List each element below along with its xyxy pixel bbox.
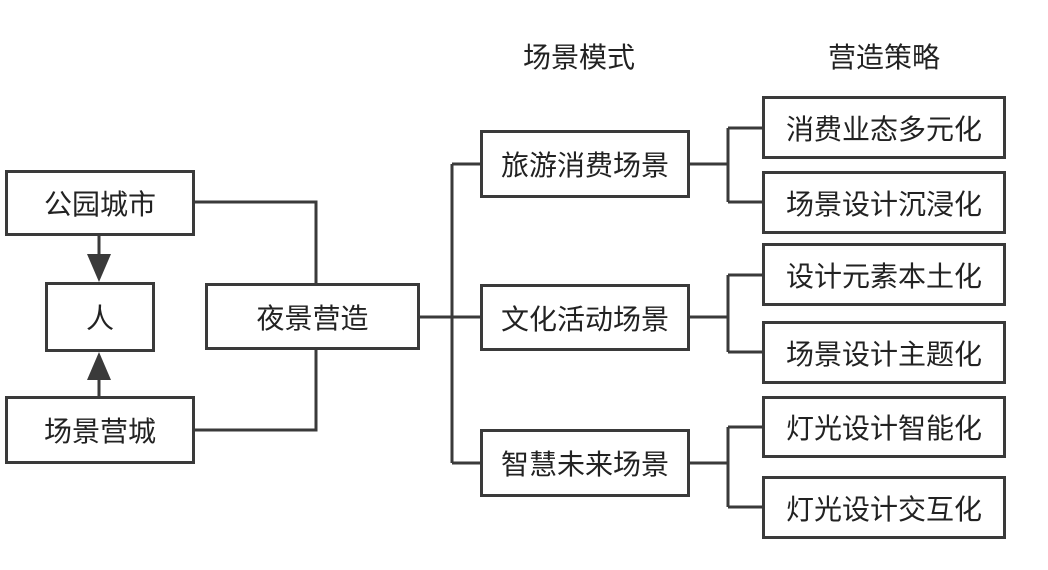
strategy-localized-elements-box: 设计元素本土化 <box>762 243 1006 306</box>
scene-modes-heading: 场景模式 <box>523 41 636 74</box>
arrowhead-up-to-people <box>87 352 111 380</box>
connector-scene-city-to-night <box>195 350 318 432</box>
strategy-themed-design-box: 场景设计主题化 <box>762 321 1006 384</box>
strategy-interactive-lighting-box: 灯光设计交互化 <box>762 476 1006 539</box>
strategy-diversified-business-box: 消费业态多元化 <box>762 96 1006 159</box>
scene-city-box: 场景营城 <box>5 396 195 464</box>
people-box: 人 <box>45 282 155 352</box>
strategy-smart-lighting-box: 灯光设计智能化 <box>762 396 1006 458</box>
park-city-box: 公园城市 <box>5 170 195 236</box>
strategy-immersive-design-box: 场景设计沉浸化 <box>762 171 1006 234</box>
mode-tourism-consumption-box: 旅游消费场景 <box>480 130 690 198</box>
mode-smart-future-box: 智慧未来场景 <box>480 429 690 497</box>
strategies-heading: 营造策略 <box>828 41 941 74</box>
night-scene-box: 夜景营造 <box>205 283 420 350</box>
connector-park-city-to-night <box>195 200 318 283</box>
mode-cultural-activity-box: 文化活动场景 <box>480 284 690 351</box>
arrowhead-down-to-people <box>87 254 111 282</box>
